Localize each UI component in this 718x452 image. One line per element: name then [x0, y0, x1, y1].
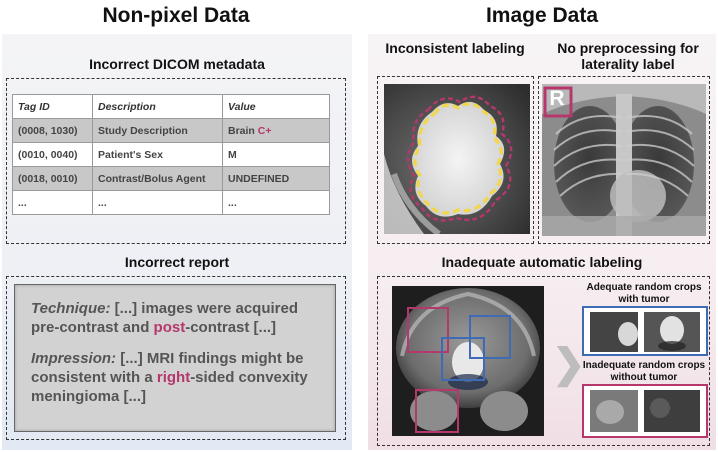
random-crop-box: [415, 389, 459, 433]
crop-tumor: [618, 322, 638, 346]
inadequate-crops-box: [582, 384, 708, 438]
dicom-metadata-title: Incorrect DICOM metadata: [89, 56, 265, 72]
automatic-labeling-box: [377, 276, 710, 446]
description-cell: Study Description: [92, 118, 223, 143]
tumor-segmentation-image: [384, 84, 530, 234]
skull-edge: [384, 154, 424, 234]
technique-text-end: -contrast [...]: [185, 319, 277, 336]
magenta-annotation-contour: [406, 95, 513, 222]
skull-outline: [400, 291, 536, 357]
adequate-crops-title: Adequate random crops with tumor: [586, 282, 702, 305]
incorrect-report-title: Incorrect report: [124, 254, 230, 270]
description-cell: Contrast/Bolus Agent: [92, 166, 223, 191]
technique-paragraph: Technique: [...] images were acquired pr…: [31, 299, 323, 337]
technique-text: [...] images were acquired pre-contrast …: [31, 300, 299, 336]
ribs: [553, 115, 695, 197]
impression-label: Impression:: [31, 350, 117, 367]
left-lung: [554, 106, 626, 222]
yellow-annotation-contour: [413, 102, 503, 215]
value-cell: ...: [222, 190, 330, 215]
table-row: (0010, 0040) Patient's Sex M: [12, 142, 330, 167]
table-row: ... ... ...: [12, 190, 330, 215]
tumor-region: [412, 101, 505, 217]
technique-highlight: post: [153, 319, 186, 336]
random-crop-box: [441, 337, 485, 381]
inadequate-crops-thumbnails: [590, 390, 700, 432]
header-value: Value: [222, 94, 330, 119]
laterality-marker-label: R: [549, 87, 565, 110]
value-cell: M: [222, 142, 330, 167]
inconsistent-labeling-title: Inconsistent labeling: [385, 40, 525, 56]
technique-label: Technique:: [31, 300, 111, 317]
chest-xray-image: [542, 84, 706, 236]
header-tag-id: Tag ID: [12, 94, 93, 119]
inconsistent-labeling-box: [377, 76, 534, 244]
tag-cell: (0010, 0040): [12, 142, 93, 167]
value-cell: Brain C+: [222, 118, 330, 143]
laterality-title: No preprocessing for laterality label: [557, 40, 699, 72]
pituitary-tumor: [452, 342, 484, 382]
image-data-title: Image Data: [485, 4, 599, 27]
impression-text: [...] MRI findings might be consistent w…: [31, 350, 304, 386]
laterality-box: [538, 76, 710, 244]
value-highlight: C+: [257, 124, 272, 137]
shoulders: [542, 84, 706, 114]
description-cell: ...: [92, 190, 223, 215]
dicom-table-header: Tag ID Description Value: [12, 94, 330, 119]
laterality-marker-box: [543, 86, 573, 118]
dicom-table: Tag ID Description Value (0008, 1030) St…: [12, 94, 330, 215]
table-row: (0018, 0010) Contrast/Bolus Agent UNDEFI…: [12, 166, 330, 191]
crop-tumor: [660, 316, 684, 344]
table-row: (0008, 1030) Study Description Brain C+: [12, 118, 330, 143]
crop-tissue: [596, 400, 624, 424]
adequate-crops-thumbnails: [590, 312, 700, 352]
crop-tissue: [650, 398, 670, 418]
inadequate-crops-title: Inadequate random crops without tumor: [582, 360, 706, 383]
chevron-right-icon: ❯: [552, 342, 586, 386]
adequate-crops-box: [582, 306, 708, 356]
value-cell: UNDEFINED: [222, 166, 330, 191]
tag-cell: (0018, 0010): [12, 166, 93, 191]
non-pixel-data-title: Non-pixel Data: [102, 4, 250, 27]
skull-rim: [391, 172, 441, 234]
report-box: [6, 276, 346, 440]
impression-highlight: right: [156, 369, 191, 386]
random-crop-box: [407, 307, 449, 353]
mri-scan-image: [392, 286, 544, 436]
dicom-metadata-box: [6, 78, 346, 244]
report-card: Technique: [...] images were acquired pr…: [14, 284, 336, 432]
diaphragm: [542, 216, 706, 236]
impression-paragraph: Impression: [...] MRI findings might be …: [31, 349, 323, 406]
tag-cell: (0008, 1030): [12, 118, 93, 143]
heart-shadow: [610, 170, 666, 222]
impression-text-end: -sided convexity meningioma [...]: [31, 369, 308, 405]
left-lower-structure: [410, 391, 458, 431]
right-lower-structure: [480, 391, 528, 431]
sinus-shadow: [448, 374, 488, 390]
tag-cell: ...: [12, 190, 93, 215]
crop-shadow: [658, 341, 686, 351]
header-description: Description: [92, 94, 223, 119]
description-cell: Patient's Sex: [92, 142, 223, 167]
automatic-labeling-title: Inadequate automatic labeling: [441, 254, 643, 270]
value-text: Brain: [228, 124, 255, 137]
